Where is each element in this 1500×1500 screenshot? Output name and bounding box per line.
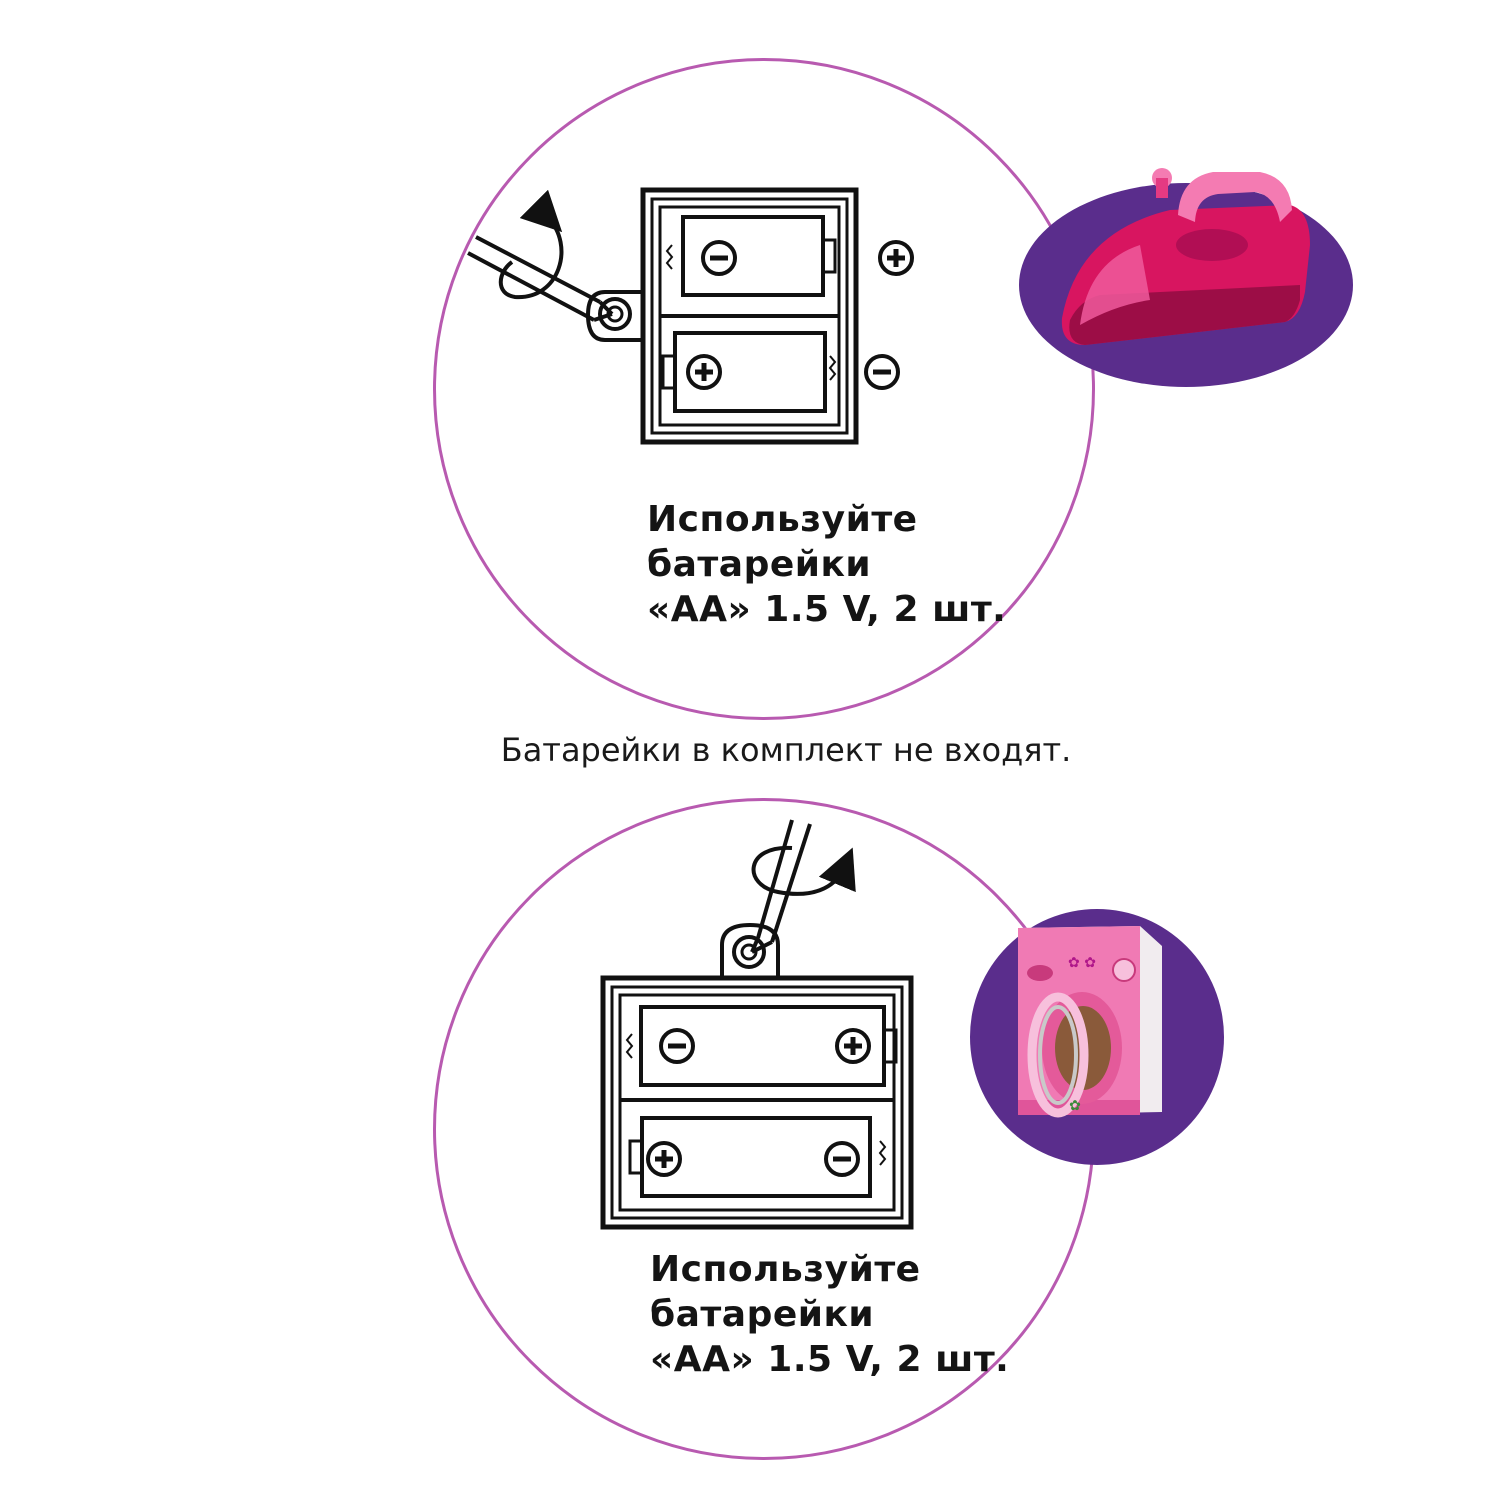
plus-icon [878, 240, 914, 276]
screwdriver-icon [467, 235, 614, 322]
screw-tab [720, 922, 780, 978]
instruction-line: «АА» 1.5 V, 2 шт. [650, 1339, 1010, 1380]
plus-icon [646, 1141, 682, 1177]
top-section-circle [433, 58, 1095, 720]
battery-compartment-diagram-top [467, 187, 914, 445]
instruction-line: Используйте [647, 499, 918, 540]
minus-icon [659, 1028, 695, 1064]
plus-icon [835, 1028, 871, 1064]
rotation-arrow-icon [751, 845, 856, 896]
svg-text:✿ ✿: ✿ ✿ [1068, 955, 1096, 971]
battery-instruction-top: Используйте батарейки «АА» 1.5 V, 2 шт. [647, 497, 1006, 632]
instruction-line: Используйте [650, 1249, 921, 1290]
battery-cell [665, 215, 837, 297]
minus-icon [864, 354, 900, 390]
battery-cell [625, 1005, 898, 1087]
instruction-line: «АА» 1.5 V, 2 шт. [647, 589, 1007, 630]
batteries-not-included-note: Батарейки в комплект не входят. [500, 731, 1072, 769]
minus-icon [701, 240, 737, 276]
battery-instruction-bottom: Используйте батарейки «АА» 1.5 V, 2 шт. [650, 1247, 1009, 1382]
instruction-line: батарейки [647, 544, 872, 585]
rotation-arrow-icon [498, 189, 564, 300]
svg-text:✿: ✿ [1069, 1098, 1081, 1114]
plus-icon [686, 354, 722, 390]
instruction-line: батарейки [650, 1294, 875, 1335]
toy-iron-icon [1019, 168, 1353, 387]
screwdriver-icon [750, 819, 812, 954]
toy-washing-machine-icon: ✿ ✿ ✿ [970, 909, 1224, 1165]
battery-compartment-diagram-bottom [600, 819, 914, 1230]
minus-icon [824, 1141, 860, 1177]
